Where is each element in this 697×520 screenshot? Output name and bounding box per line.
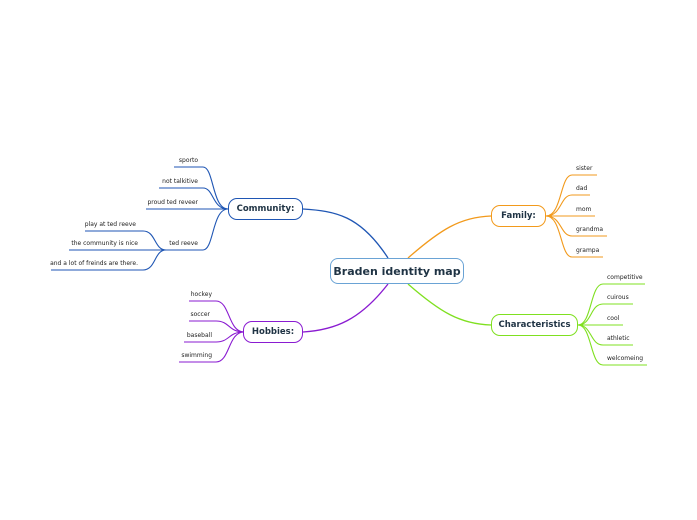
subtopic-lot-of-freinds[interactable]: and a lot of freinds are there. [50,260,138,267]
connector-root-hobbies [302,283,389,333]
connector-root-family [407,215,492,259]
connector-community-not-talkitive [202,187,229,210]
connector-hobbies-hockey [215,300,245,333]
subtopic-ted-reeve[interactable]: ted reeve [169,240,198,247]
topic-family[interactable]: Family: [491,205,546,227]
subtopic-cuirous[interactable]: cuirous [607,294,629,301]
connector-char-welcomeing [577,324,604,366]
subtopic-cool[interactable]: cool [607,315,620,322]
connector-char-cuirous [577,303,604,326]
connector-root-community [302,208,389,259]
connector-family-dad [545,194,573,217]
connector-family-grampa [545,215,573,258]
topic-characteristics-label: Characteristics [498,320,571,330]
subtopic-sister[interactable]: sister [576,165,593,172]
topic-hobbies[interactable]: Hobbies: [243,321,303,343]
root-topic-label: Braden identity map [333,264,461,278]
connector-family-sister [545,174,573,217]
connector-community-sporto [202,166,229,210]
subtopic-proud-ted-reveer[interactable]: proud ted reveer [147,199,198,206]
connector-hobbies-baseball [215,331,245,343]
subtopic-athletic[interactable]: athletic [607,335,630,342]
subtopic-hockey[interactable]: hockey [190,291,212,298]
root-topic[interactable]: Braden identity map [330,258,464,284]
subtopic-play-at-ted-reeve[interactable]: play at ted reeve [84,221,136,228]
topic-hobbies-label: Hobbies: [251,327,295,337]
connector-root-characteristics [407,283,492,326]
subtopic-grandma[interactable]: grandma [576,226,604,233]
subtopic-baseball[interactable]: baseball [186,332,212,339]
subtopic-welcomeing[interactable]: welcomeing [607,355,644,362]
subtopic-not-talkitive[interactable]: not talkitive [162,178,198,185]
topic-characteristics[interactable]: Characteristics [491,314,578,336]
subtopic-soccer[interactable]: soccer [190,311,210,318]
subtopic-competitive[interactable]: competitive [607,274,643,281]
subtopic-sporto[interactable]: sporto [178,157,198,164]
subtopic-dad[interactable]: dad [576,185,588,192]
connector-hobbies-swimming [215,331,245,363]
topic-family-label: Family: [501,211,536,221]
subtopic-swimming[interactable]: swimming [181,352,212,359]
connector-community-ted-reeve [202,208,229,251]
subtopic-mom[interactable]: mom [576,206,592,213]
topic-community[interactable]: Community: [228,198,303,220]
connector-ted-reeve-freinds [142,249,167,271]
connector-hobbies-soccer [215,320,245,333]
connector-char-competitive [577,283,604,326]
topic-community-label: Community: [236,204,295,214]
connector-ted-reeve-play [142,230,167,251]
subtopic-grampa[interactable]: grampa [576,247,600,254]
subtopic-community-is-nice[interactable]: the community is nice [71,240,138,247]
